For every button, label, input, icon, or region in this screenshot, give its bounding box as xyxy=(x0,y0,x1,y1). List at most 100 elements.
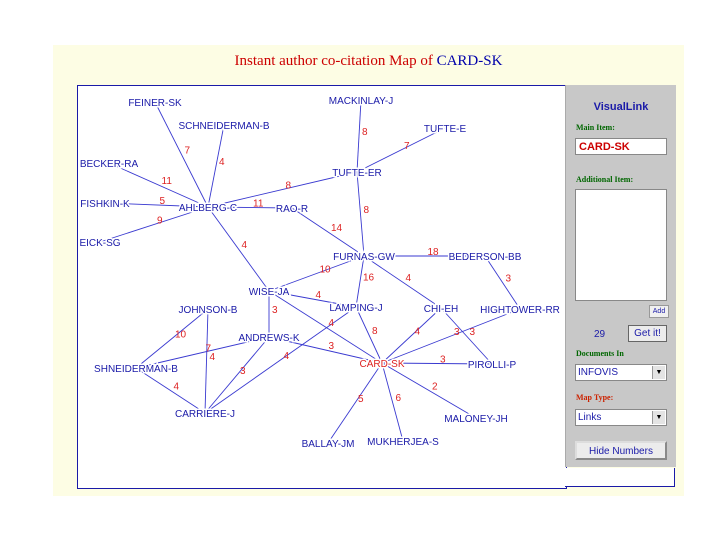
node-lamping-j[interactable]: LAMPING-J xyxy=(328,302,384,316)
node-tufte-er[interactable]: TUFTE-ER xyxy=(331,167,383,181)
title-subject: CARD-SK xyxy=(436,53,503,69)
edge-weight-label: 14 xyxy=(331,223,343,234)
node-hightower-rr[interactable]: HIGHTOWER-RR xyxy=(479,304,562,318)
page-title: Instant author co-citation Map of CARD-S… xyxy=(53,53,684,70)
edge-weight-label: 11 xyxy=(253,199,264,210)
main-item-field[interactable]: CARD-SK xyxy=(575,138,667,155)
node-mukherjea-s[interactable]: MUKHERJEA-S xyxy=(366,436,441,450)
edge-weight-label: 4 xyxy=(174,382,180,393)
application-frame: Instant author co-citation Map of CARD-S… xyxy=(53,45,684,496)
edge-weight-label: 3 xyxy=(506,274,512,285)
edge-weight-label: 4 xyxy=(415,327,421,338)
node-layer: FEINER-SK MACKINLAY-J SCHNEIDERMAN-B TUFTE-… xyxy=(78,95,562,452)
edge-ahlberg-c-rao-r xyxy=(207,206,293,209)
edge-weight-label: 16 xyxy=(363,273,375,284)
result-count: 29 xyxy=(594,329,606,340)
edge-chi-eh-pirolli-p xyxy=(440,307,493,365)
additional-item-field[interactable] xyxy=(575,189,667,301)
edge-andrews-k-carriere-j xyxy=(204,336,270,414)
edge-weight-label: 4 xyxy=(406,273,412,284)
node-eick-sg[interactable]: EICK-SG xyxy=(78,237,122,251)
documents-select[interactable]: INFOVIS ▼ xyxy=(575,364,667,381)
get-it-button[interactable]: Get it! xyxy=(628,325,667,342)
edge-tufte-er-furnas-gw xyxy=(356,171,365,257)
edge-furnas-gw-wise-ja xyxy=(268,255,365,292)
hide-numbers-button[interactable]: Hide Numbers xyxy=(575,441,667,460)
edge-johnson-b-carriere-j xyxy=(204,308,209,414)
edge-becker-ra-ahlberg-c xyxy=(108,162,209,208)
additional-item-label: Additional Item: xyxy=(576,175,634,184)
documents-in-label: Documents In xyxy=(576,349,624,358)
edge-bederson-bb-hightower-rr xyxy=(484,255,521,310)
edge-andrews-k-card-sk xyxy=(268,336,383,364)
edge-weight-label: 3 xyxy=(440,355,446,366)
edge-wise-ja-lamping-j xyxy=(268,290,357,308)
node-shneiderman-b[interactable]: SHNEIDERMAN-B xyxy=(93,363,180,377)
edge-weight-label: 10 xyxy=(175,330,187,341)
node-ballay-jm[interactable]: BALLAY-JM xyxy=(300,438,356,452)
node-schneiderman-b[interactable]: SCHNEIDERMAN-B xyxy=(177,120,271,134)
node-bederson-bb[interactable]: BEDERSON-BB xyxy=(447,251,523,265)
edge-card-sk-pirolli-p xyxy=(381,362,493,365)
add-button[interactable]: Add xyxy=(649,305,669,318)
edge-andrews-k-shneiderman-b xyxy=(135,336,270,369)
edge-card-sk-ballay-jm xyxy=(327,362,383,444)
chevron-down-icon[interactable]: ▼ xyxy=(652,366,665,379)
node-carriere-j[interactable]: CARRIERE-J xyxy=(173,408,236,422)
edge-feiner-sk-ahlberg-c xyxy=(154,101,209,208)
edge-weight-label: 3 xyxy=(272,305,278,316)
edge-weight-label: 11 xyxy=(162,176,173,187)
node-andrews-k[interactable]: ANDREWS-K xyxy=(237,332,301,346)
edge-weight-label: 8 xyxy=(362,127,368,138)
node-rao-r[interactable]: RAO-R xyxy=(274,203,309,217)
edge-chi-eh-card-sk xyxy=(381,307,442,364)
edge-weight-label: 8 xyxy=(372,326,378,337)
edge-weight-label: 7 xyxy=(185,146,191,157)
edge-ahlberg-c-tufte-er xyxy=(207,171,358,208)
edge-schneiderman-b-ahlberg-c xyxy=(207,124,225,208)
chevron-down-icon[interactable]: ▼ xyxy=(652,411,665,424)
edge-hightower-rr-card-sk xyxy=(381,308,521,364)
edge-weight-label: 18 xyxy=(428,247,440,258)
node-ahlberg-c[interactable]: AHLBERG-C xyxy=(177,202,238,216)
panel-title: VisualLink xyxy=(593,101,649,113)
edge-card-sk-maloney-jh xyxy=(381,362,477,419)
node-becker-ra[interactable]: BECKER-RA xyxy=(78,158,140,172)
edge-eick-sg-ahlberg-c xyxy=(99,206,209,243)
node-wise-ja[interactable]: WISE-JA xyxy=(247,286,291,300)
edge-mackinlay-j-tufte-er xyxy=(356,99,362,173)
map-type-selected-value: Links xyxy=(578,412,602,423)
edge-weight-label: 3 xyxy=(454,327,460,338)
edge-lamping-j-card-sk xyxy=(355,306,383,364)
edge-weight-label: 4 xyxy=(242,240,248,251)
visuallink-panel: VisualLink Main Item: CARD-SK Additional… xyxy=(565,85,676,467)
edge-weight-label: 7 xyxy=(206,344,212,355)
edge-weight-label: 2 xyxy=(432,382,438,393)
node-feiner-sk[interactable]: FEINER-SK xyxy=(127,97,184,111)
edge-weight-label: 4 xyxy=(284,351,290,362)
node-mackinlay-j[interactable]: MACKINLAY-J xyxy=(327,95,394,109)
edge-furnas-gw-lamping-j xyxy=(355,255,365,308)
node-tufte-e[interactable]: TUFTE-E xyxy=(422,123,468,137)
node-maloney-jh[interactable]: MALONEY-JH xyxy=(443,413,510,427)
edge-layer xyxy=(99,99,521,444)
node-chi-eh[interactable]: CHI-EH xyxy=(422,303,459,317)
node-johnson-b[interactable]: JOHNSON-B xyxy=(177,304,239,318)
edge-fishkin-k-ahlberg-c xyxy=(104,202,209,208)
edge-weight-label: 7 xyxy=(404,141,410,152)
edge-card-sk-mukherjea-s xyxy=(381,362,404,442)
edge-shneiderman-b-carriere-j xyxy=(135,367,206,414)
node-pirolli-p[interactable]: PIROLLI-P xyxy=(466,359,518,373)
documents-selected-value: INFOVIS xyxy=(578,367,619,378)
node-card-sk[interactable]: CARD-SK xyxy=(358,358,406,372)
edge-lamping-j-carriere-j xyxy=(204,306,357,414)
edge-weight-label: 10 xyxy=(320,265,332,276)
map-type-select[interactable]: Links ▼ xyxy=(575,409,667,426)
edge-weight-label: 5 xyxy=(358,394,364,405)
node-fishkin-k[interactable]: FISHKIN-K xyxy=(79,198,132,212)
node-furnas-gw[interactable]: FURNAS-GW xyxy=(332,251,397,265)
title-prefix: Instant author co-citation Map of xyxy=(234,53,437,69)
edge-weight-label: 9 xyxy=(157,216,163,227)
